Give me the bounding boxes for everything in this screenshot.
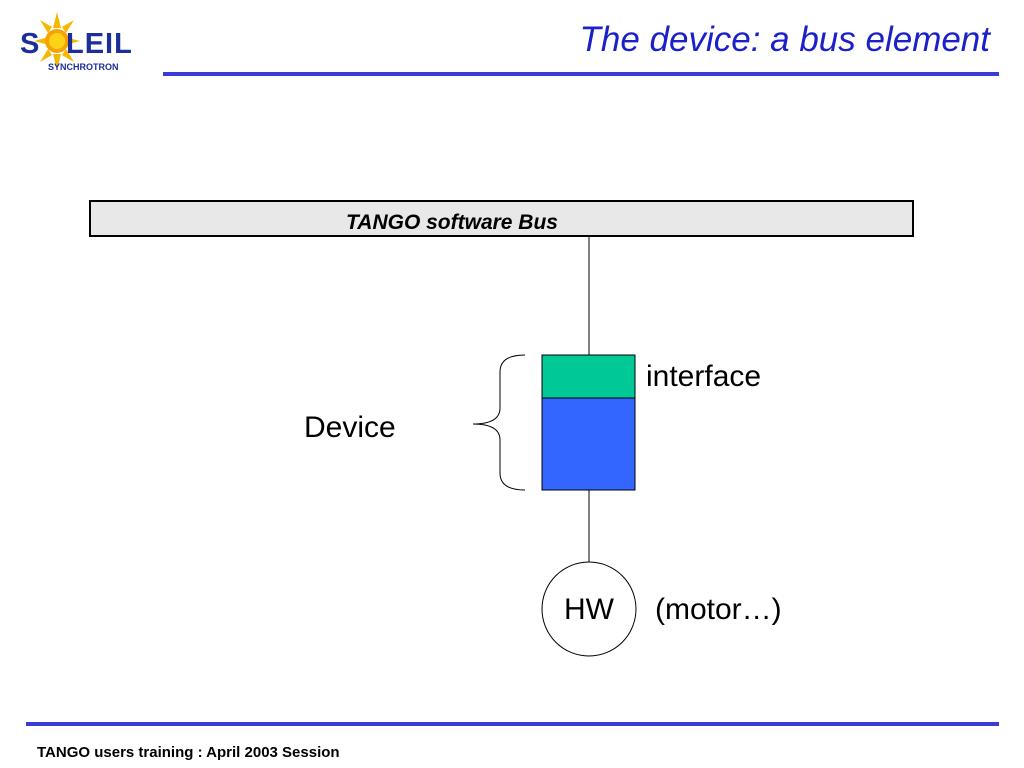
device-label: Device <box>304 411 396 444</box>
device-brace <box>472 354 526 491</box>
interface-block <box>541 354 636 399</box>
title-rule <box>163 72 999 76</box>
hw-label: HW <box>564 593 615 626</box>
footer-rule <box>26 722 999 726</box>
footer-text: TANGO users training : April 2003 Sessio… <box>37 744 340 761</box>
svg-text:S: S <box>20 28 40 60</box>
sun-icon <box>34 12 80 70</box>
svg-text:LEIL: LEIL <box>66 28 133 60</box>
soleil-logo: S LEIL SYNCHROTRON <box>14 8 154 78</box>
bus-bar <box>89 200 914 237</box>
hw-circle <box>541 561 637 657</box>
hw-note: (motor…) <box>655 593 782 626</box>
logo-subtitle: SYNCHROTRON <box>48 62 119 72</box>
bus-label: TANGO software Bus <box>346 211 558 234</box>
slide-title: The device: a bus element <box>579 20 990 59</box>
interface-label: interface <box>646 360 761 393</box>
device-block <box>541 397 636 491</box>
